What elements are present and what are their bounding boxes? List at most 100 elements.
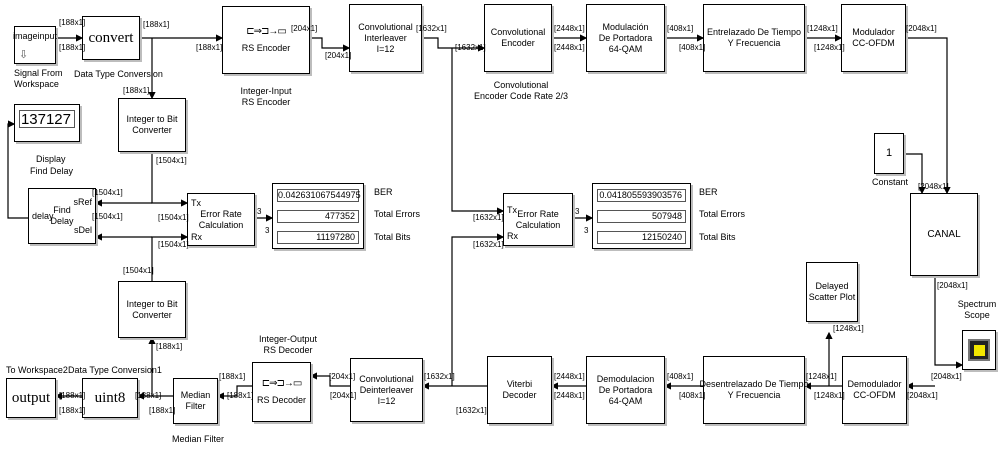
dim-label: [1504x1]	[92, 212, 123, 221]
data-type-conversion-block[interactable]: convert	[82, 16, 140, 60]
delayed-scatter-plot-block[interactable]: Delayed Scatter Plot	[806, 262, 858, 322]
dim-label: [1248x1]	[807, 24, 838, 33]
wire	[451, 48, 505, 215]
dim-label: [204x1]	[329, 372, 356, 381]
dim-label: [1248x1]	[806, 372, 837, 381]
error-rate-2-out-width: 3	[575, 207, 580, 216]
dim-label: [2048x1]	[931, 372, 962, 381]
dim-label: [188x1]	[149, 406, 176, 415]
total-bits-value: 12150240	[597, 231, 686, 244]
uint8-conversion-block[interactable]: uint8	[82, 378, 138, 418]
scope-trace-icon	[974, 345, 985, 356]
block-label: RS Encoder	[241, 43, 291, 53]
dim-label: [408x1]	[667, 372, 694, 381]
ofdm-demodulator-block[interactable]: Demodulador CC-OFDM	[842, 356, 907, 424]
spectrum-scope-block[interactable]	[962, 330, 996, 370]
dim-label: [1632x1]	[473, 240, 504, 249]
dim-label: [1504x1]	[158, 213, 189, 222]
dim-label: [408x1]	[679, 43, 706, 52]
error-rate-1-out-width-2: 3	[265, 226, 270, 235]
dim-label: [188x1]	[196, 43, 223, 52]
dim-label: [1248x1]	[833, 324, 864, 333]
dim-label: [188x1]	[59, 43, 86, 52]
wire	[310, 37, 351, 52]
error-rate-2-port-rx: Rx	[507, 231, 518, 241]
signal-from-workspace-block[interactable]: imageinput ⇩	[12, 26, 58, 64]
dim-label: [188x1]	[219, 372, 246, 381]
total-errors-value: 477352	[277, 210, 359, 223]
error-rate-calculation-1-block[interactable]: Tx Rx Error Rate Calculation	[187, 193, 255, 246]
dim-label: [204x1]	[330, 391, 357, 400]
find-delay-block[interactable]: delay Find Delay sRef sDel	[28, 188, 96, 244]
dim-label: [2048x1]	[937, 281, 968, 290]
ber-value: 0.041805593903576	[597, 189, 686, 202]
dim-label: [188x1]	[143, 20, 170, 29]
dim-label: [188x1]	[59, 391, 86, 400]
rs-decoder-block[interactable]: ⊏⇒⊐→▭ RS Decoder	[252, 362, 311, 422]
data-type-conversion-caption: Data Type Conversion	[74, 69, 163, 79]
ber-display-2[interactable]: 0.041805593903576 507948 12150240	[592, 183, 691, 249]
convolutional-encoder-block[interactable]: Convolutional Encoder	[484, 4, 552, 72]
find-delay-port-sref: sRef	[73, 197, 92, 207]
dim-label: [1504x1]	[92, 188, 123, 197]
rs-encoder-block[interactable]: ⊏⇒⊐→▭ RS Encoder	[222, 6, 310, 74]
scope-screen-icon	[968, 339, 990, 361]
find-delay-caption: Find Delay	[30, 166, 74, 176]
error-rate-1-port-rx: Rx	[191, 232, 202, 242]
error-rate-2-port-tx: Tx	[507, 205, 517, 215]
to-workspace-block[interactable]: output	[6, 378, 56, 418]
dim-label: [1632x1]	[416, 24, 447, 33]
dim-label: [1632x1]	[473, 213, 504, 222]
error-rate-2-out-width-2: 3	[584, 226, 589, 235]
dim-label: [204x1]	[325, 51, 352, 60]
error-rate-calculation-2-block[interactable]: Tx Rx Error Rate Calculation	[503, 193, 573, 246]
down-arrow-icon: ⇩	[19, 49, 29, 61]
rs-encoder-caption: Integer-Input RS Encoder	[240, 86, 292, 107]
block-label: Find Delay	[50, 205, 74, 226]
ber-label-1: BER	[374, 187, 393, 197]
convolutional-deinterleaver-block[interactable]: Convolutional Deinterleaver I=12	[350, 358, 423, 422]
qam-modulator-block[interactable]: Modulación De Portadora 64-QAM	[586, 4, 665, 72]
dim-label: [2048x1]	[906, 24, 937, 33]
error-rate-1-port-tx: Tx	[191, 198, 201, 208]
canal-block[interactable]: CANAL	[910, 193, 978, 276]
total-bits-label-2: Total Bits	[699, 232, 736, 242]
time-frequency-interleaver-block[interactable]: Entrelazado De Tiempo Y Frecuencia	[703, 4, 805, 72]
dim-label: [1504x1]	[156, 156, 187, 165]
dim-label: [2048x1]	[907, 391, 938, 400]
dim-label: [408x1]	[667, 24, 694, 33]
find-delay-port-delay: delay	[32, 211, 54, 221]
dim-label: [2448x1]	[554, 372, 585, 381]
convolutional-interleaver-block[interactable]: Convolutional Interleaver I=12	[349, 4, 422, 72]
spectrum-scope-caption: Spectrum Scope	[957, 299, 997, 320]
dim-label: [2448x1]	[554, 43, 585, 52]
ber-display-1[interactable]: 0.042631067544975 477352 11197280	[272, 183, 364, 249]
median-filter-block[interactable]: Median Filter	[173, 378, 218, 424]
dim-label: [2448x1]	[554, 24, 585, 33]
ofdm-modulator-block[interactable]: Modulador CC-OFDM	[841, 4, 906, 72]
rs-encoder-icon: ⊏⇒⊐→▭	[246, 26, 287, 37]
dim-label: [1632x1]	[424, 372, 455, 381]
dim-label: [1632x1]	[455, 43, 486, 52]
integer-to-bit-top-block[interactable]: Integer to Bit Converter	[118, 98, 186, 152]
integer-to-bit-bottom-block[interactable]: Integer to Bit Converter	[118, 281, 186, 338]
ber-label-2: BER	[699, 187, 718, 197]
viterbi-decoder-block[interactable]: Viterbi Decoder	[487, 356, 552, 424]
dim-label: [188x1]	[156, 342, 183, 351]
dim-label: [2048x1]	[918, 182, 949, 191]
rs-decoder-icon: ⊏⇒⊐→▭	[261, 378, 303, 389]
time-frequency-deinterleaver-block[interactable]: Desentrelazado De Tiempo Y Frecuencia	[699, 356, 809, 424]
signal-from-workspace-caption: Signal From Workspace	[14, 68, 63, 89]
block-label: Error Rate Calculation	[198, 208, 244, 230]
dim-label: [1248x1]	[814, 391, 845, 400]
qam-demodulator-block[interactable]: Demodulacion De Portadora 64-QAM	[586, 356, 665, 424]
display-block[interactable]: 137127	[14, 104, 80, 142]
constant-block[interactable]: 1	[874, 133, 904, 174]
rs-decoder-caption: Integer-Output RS Decoder	[258, 334, 318, 355]
block-label: RS Decoder	[256, 395, 307, 405]
constant-caption: Constant	[872, 177, 909, 187]
total-bits-label-1: Total Bits	[374, 232, 411, 242]
block-label: imageinput	[12, 31, 58, 41]
dim-label: [188x1]	[59, 18, 86, 27]
